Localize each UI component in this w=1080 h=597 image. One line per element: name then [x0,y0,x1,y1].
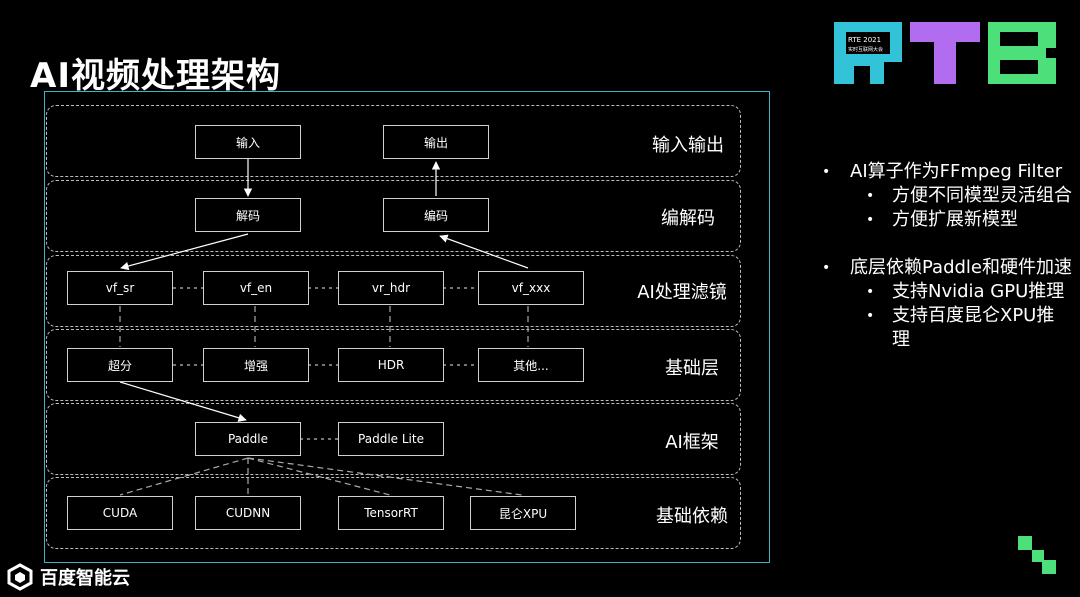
bullet-dot-icon: • [822,164,831,180]
layer-label-base: 基础层 [665,358,719,379]
box-cuda: CUDA [67,496,173,530]
bullet-dot-icon: • [866,284,875,300]
box-encode: 编码 [383,198,489,232]
brand-name: 百度智能云 [40,568,130,589]
bullet-dot-icon: • [822,260,831,276]
box-paddle: Paddle [195,422,301,456]
bullet-dot-icon: • [866,212,875,228]
layer-ai-filter [46,255,741,327]
layer-label-codec: 编解码 [661,208,715,229]
bullet-item: •方便扩展新模型 [866,209,1018,230]
layer-io [46,105,741,177]
arrow-superres-to-paddle [119,381,247,422]
bullet-list: •AI算子作为FFmpeg Filter •方便不同模型灵活组合 •方便扩展新模… [822,160,1072,352]
diagram-frame [44,91,770,563]
box-superres: 超分 [67,348,173,382]
bullet-item: •方便不同模型灵活组合 [866,185,1072,206]
box-other: 其他... [478,348,584,382]
box-vr-hdr: vr_hdr [338,271,444,305]
dash-paddle-cuda [119,457,249,496]
arrow-vfxxx-to-encode [439,234,529,269]
box-hdr: HDR [338,348,444,382]
cloud-logo-icon [7,563,33,591]
page-title: AI视频处理架构 [30,56,281,96]
box-cudnn: CUDNN [195,496,301,530]
box-vf-en: vf_en [203,271,309,305]
pixel-decoration-icon [1018,536,1056,574]
box-input: 输入 [195,125,301,159]
arrow-decode-to-vfsr [120,233,249,271]
box-vf-sr: vf_sr [67,271,173,305]
bullet-dot-icon: • [866,308,875,324]
dash-paddle-tensorrt [247,457,391,496]
box-paddle-lite: Paddle Lite [338,422,444,456]
rte-logo-title: RTE 2021 [848,36,881,44]
bullet-item: •支持百度昆仑XPU推理 [866,305,1055,350]
box-vf-xxx: vf_xxx [478,271,584,305]
dash-paddle-xpu [247,457,523,496]
bullet-item: •AI算子作为FFmpeg Filter [822,161,1063,182]
layer-codec [46,180,741,252]
bullet-dot-icon: • [866,188,875,204]
layer-label-deps: 基础依赖 [656,506,728,527]
brand-logo: 百度智能云 [6,562,130,592]
box-decode: 解码 [195,198,301,232]
rte-logo-subtitle: 实时互联网大会 [848,46,883,53]
layer-ai-framework [46,403,741,475]
layer-base [46,329,741,401]
bullet-item: •底层依赖Paddle和硬件加速 [822,257,1073,278]
layer-label-io: 输入输出 [652,135,724,156]
layer-deps [46,477,741,549]
box-output: 输出 [383,125,489,159]
layer-label-ai-filter: AI处理滤镜 [637,282,727,303]
bullet-item: •支持Nvidia GPU推理 [866,281,1065,302]
rte-logo: RTE 2021 实时互联网大会 [834,22,1056,84]
box-tensorrt: TensorRT [338,496,444,530]
box-enhance: 增强 [203,348,309,382]
layer-label-ai-framework: AI框架 [665,432,719,453]
box-kunlun-xpu: 昆仑XPU [470,496,576,530]
